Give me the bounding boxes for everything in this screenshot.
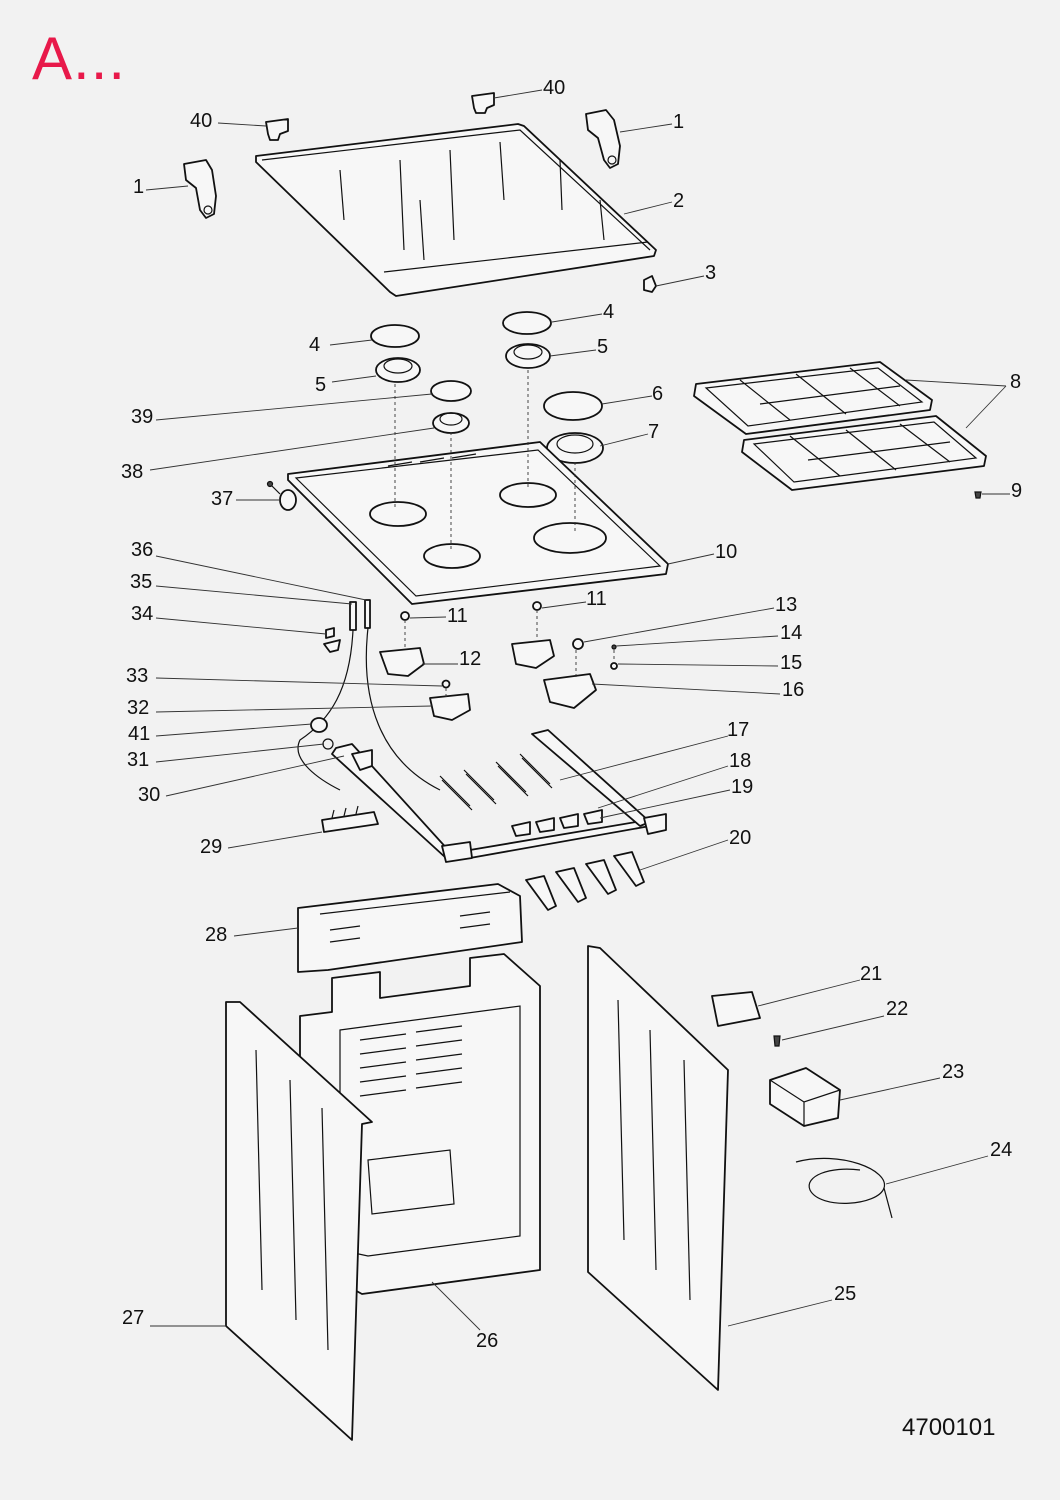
part-knob-37 [266, 480, 297, 511]
part-hinge-left [183, 159, 217, 219]
callout-15: 15 [780, 652, 802, 674]
callout-13: 13 [775, 594, 797, 616]
callout-34: 34 [131, 603, 153, 625]
part-control-frame [297, 883, 523, 973]
callout-18: 18 [729, 750, 751, 772]
callout-8: 8 [1010, 371, 1021, 393]
part-burner-body-16 [543, 638, 618, 709]
alignment-lines [394, 370, 615, 698]
callout-3: 3 [705, 262, 716, 284]
callout-28: 28 [205, 924, 227, 946]
part-pan-support-front [741, 415, 987, 491]
callout-5-right: 5 [597, 336, 608, 358]
callout-labels: 40 40 1 1 2 3 4 4 5 5 6 7 8 9 10 11 11 1… [121, 77, 1022, 1352]
callout-39: 39 [131, 406, 153, 428]
part-valves [439, 753, 603, 837]
part-grommet-41 [310, 717, 328, 733]
callout-38: 38 [121, 461, 143, 483]
part-screw-22 [773, 1035, 781, 1047]
callout-1-right: 1 [673, 111, 684, 133]
callout-6: 6 [652, 383, 663, 405]
part-hinge-clip-left [265, 118, 289, 141]
callout-40-right: 40 [543, 77, 565, 99]
callout-11-right: 11 [586, 588, 607, 610]
callout-40-left: 40 [190, 110, 212, 132]
callout-4-right: 4 [603, 301, 614, 323]
callout-32: 32 [127, 697, 149, 719]
part-terminal-box [769, 1067, 841, 1127]
callout-23: 23 [942, 1061, 964, 1083]
callout-10: 10 [715, 541, 737, 563]
callout-5-left: 5 [315, 374, 326, 396]
callout-19: 19 [731, 776, 753, 798]
part-ignition-block [321, 805, 379, 833]
diagram-title: A... [32, 25, 127, 92]
callout-33: 33 [126, 665, 148, 687]
callout-11-left: 11 [447, 605, 468, 627]
callout-37: 37 [211, 488, 233, 510]
callout-4-left: 4 [309, 334, 320, 356]
callout-7: 7 [648, 421, 659, 443]
part-burner-body-12 [379, 639, 555, 677]
part-gas-pipe [331, 729, 667, 863]
callout-2: 2 [673, 190, 684, 212]
callout-31: 31 [127, 749, 149, 771]
callout-35: 35 [130, 571, 152, 593]
document-number: 4700101 [902, 1414, 996, 1441]
part-oring-31 [322, 738, 334, 750]
callout-26: 26 [476, 1330, 498, 1352]
part-burner-body-32 [429, 679, 471, 721]
callout-17: 17 [727, 719, 749, 741]
part-injector-left [400, 611, 410, 621]
callout-27: 27 [122, 1307, 144, 1329]
part-burner-cap-left [370, 324, 420, 348]
callout-20: 20 [729, 827, 751, 849]
part-pan-support-rear [693, 361, 933, 435]
part-buffer-3 [643, 275, 657, 293]
part-burner-crown-right [505, 343, 551, 369]
callout-14: 14 [780, 622, 802, 644]
part-small-burner-cap [430, 380, 472, 402]
part-thermocouple [297, 599, 441, 791]
part-small-burner-crown [432, 412, 470, 434]
callout-1-left: 1 [133, 176, 144, 198]
part-large-burner-cap [543, 391, 603, 421]
part-injector-right [532, 601, 542, 611]
part-taps [525, 851, 645, 911]
callout-24: 24 [990, 1139, 1012, 1161]
callout-21: 21 [860, 963, 882, 985]
part-hinge-right [585, 109, 621, 169]
callout-25: 25 [834, 1283, 856, 1305]
callout-36: 36 [131, 539, 153, 561]
callout-16: 16 [782, 679, 804, 701]
part-side-panel-right [587, 945, 729, 1391]
callout-41: 41 [128, 723, 150, 745]
callout-22: 22 [886, 998, 908, 1020]
part-switch-21 [711, 991, 761, 1027]
leader-lines [145, 89, 1010, 1331]
part-hinge-clip-right [471, 92, 495, 114]
callout-12: 12 [459, 648, 481, 670]
part-screw-9 [974, 491, 982, 499]
callout-30: 30 [138, 784, 160, 806]
callout-29: 29 [200, 836, 222, 858]
part-burner-cap-right [502, 311, 552, 335]
part-burner-crown-left [375, 357, 421, 383]
part-power-cable [795, 1157, 893, 1219]
part-hob-top [287, 441, 669, 605]
part-glass-lid [255, 123, 657, 297]
callout-9: 9 [1011, 480, 1022, 502]
